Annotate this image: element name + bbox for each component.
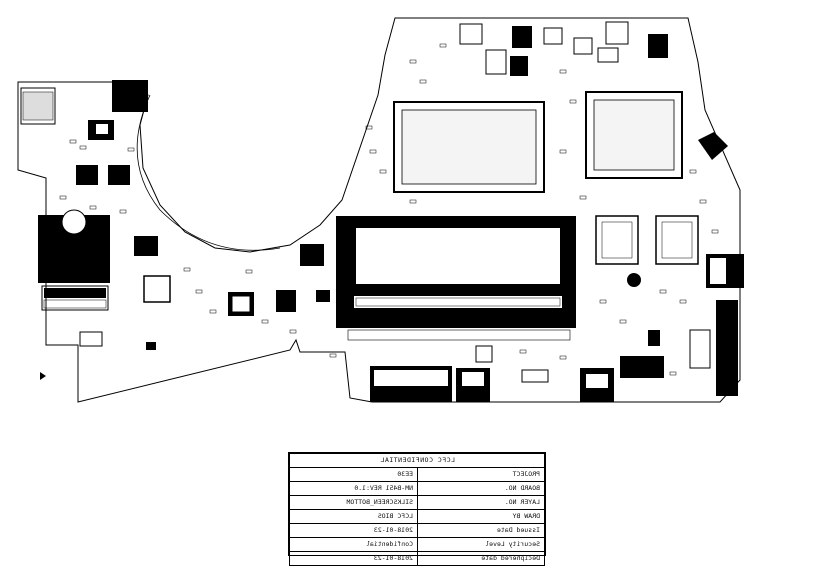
table-row: Confidential Security Level — [289, 537, 545, 552]
title-block-table: LCFC CONFIDENTIAL EE30 PROJECT NM-B451 R… — [289, 453, 545, 566]
title-block-value: SILKSCREEN_BOTTOM — [289, 495, 417, 510]
pcb-outline-svg — [17, 17, 744, 403]
title-block-label: Deciphered date — [417, 551, 545, 566]
board-outline — [17, 17, 741, 403]
title-block-label: Issued Date — [417, 523, 545, 538]
table-row: LCFC BIOS DRAW BY — [289, 509, 545, 524]
title-block-label: PROJECT — [417, 467, 545, 482]
title-block-value: Confidential — [289, 537, 417, 552]
table-row: 2018-01-23 Issued Date — [289, 523, 545, 538]
vram-chip — [595, 215, 639, 265]
ic-block — [112, 80, 148, 112]
table-row: 2018-01-23 Deciphered date — [289, 551, 545, 566]
title-block-value: NM-B451 REV:1.0 — [289, 481, 417, 496]
ic-square — [143, 275, 171, 303]
title-block-value: EE30 — [289, 467, 417, 482]
title-block: LCFC CONFIDENTIAL EE30 PROJECT NM-B451 R… — [288, 452, 546, 566]
passive-components — [59, 43, 719, 376]
cpu-package — [393, 101, 545, 193]
table-row: SILKSCREEN_BOTTOM LAYER NO. — [289, 495, 545, 510]
table-row: EE30 PROJECT — [289, 467, 545, 482]
title-block-value: LCFC BIOS — [289, 509, 417, 524]
title-block-header: LCFC CONFIDENTIAL — [289, 453, 545, 468]
title-block-label: Security Level — [417, 537, 545, 552]
title-block-label: LAYER NO. — [417, 495, 545, 510]
title-block-header-row: LCFC CONFIDENTIAL — [289, 453, 545, 468]
fan-cutout-arc — [136, 94, 281, 251]
title-block-value: 2018-01-23 — [289, 523, 417, 538]
io-connector-left — [20, 87, 56, 125]
title-block-label: BOARD NO. — [417, 481, 545, 496]
vram-chip — [655, 215, 699, 265]
table-row: NM-B451 REV:1.0 BOARD NO. — [289, 481, 545, 496]
gpu-package — [585, 91, 683, 179]
title-block-value: 2018-01-23 — [289, 551, 417, 566]
pcb-board-diagram — [17, 17, 744, 403]
title-block-label: DRAW BY — [417, 509, 545, 524]
